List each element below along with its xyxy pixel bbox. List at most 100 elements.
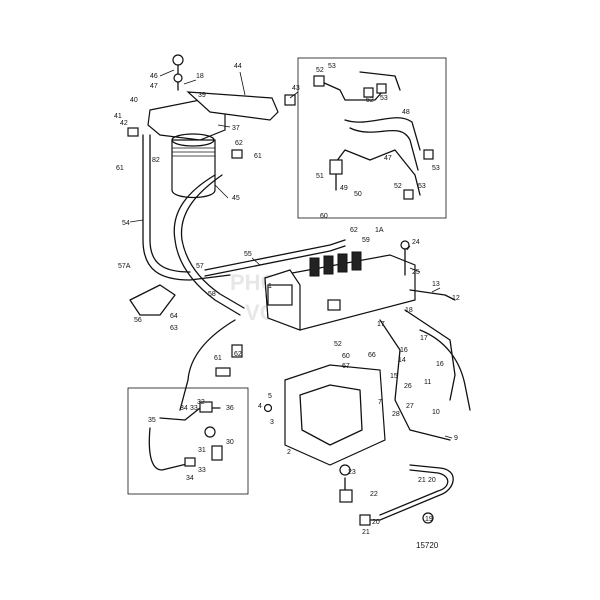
inset-fitting-1 — [199, 401, 213, 413]
callout-21a: 21 — [418, 477, 426, 484]
hose-body — [369, 464, 454, 521]
callout-82: 82 — [152, 157, 160, 164]
delivery-valve-2 — [323, 255, 334, 275]
pump-bolt-24 — [400, 240, 410, 250]
fuel-line-54-b — [149, 134, 191, 273]
pump-fitting-66 — [327, 299, 341, 311]
callout-19: 19 — [425, 516, 433, 523]
callout-54: 54 — [122, 220, 130, 227]
callout-53-inset-c: 53 — [418, 183, 426, 190]
callout-53-inset-a: 53 — [328, 63, 336, 70]
callout-63: 63 — [170, 325, 178, 332]
fuel-line-45 — [173, 174, 241, 316]
inset-pipe-c — [344, 117, 421, 151]
callout-13: 13 — [432, 281, 440, 288]
bleed-screw — [172, 54, 184, 66]
callout-22: 22 — [370, 491, 378, 498]
drain-line — [379, 319, 451, 441]
reference-number: 15720 — [416, 541, 439, 550]
callout-61c: 61 — [214, 355, 222, 362]
bracket-web — [299, 384, 363, 446]
inset-clamp — [329, 159, 343, 175]
callout-17b: 17 — [420, 335, 428, 342]
callout-56: 56 — [134, 317, 142, 324]
filter-canister-top — [171, 133, 215, 147]
callout-36: 36 — [226, 405, 234, 412]
inset-banjo-fitting-5 — [403, 189, 414, 200]
callout-34b: 34 — [186, 475, 194, 482]
leak-off-line-15 — [404, 309, 456, 401]
callout-62b: 62 — [350, 227, 358, 234]
callout-26: 26 — [404, 383, 412, 390]
callout-43: 43 — [292, 85, 300, 92]
hose-callout-circle — [422, 512, 434, 524]
inset-pipe-e — [329, 149, 421, 196]
callout-18: 18 — [196, 73, 204, 80]
callout-66: 66 — [368, 352, 376, 359]
callout-60: 60 — [320, 213, 328, 220]
leader-lines — [129, 69, 453, 439]
inset-banjo-fitting-4 — [423, 149, 434, 160]
callout-16a: 16 — [400, 347, 408, 354]
hose-fitting — [359, 514, 371, 526]
bracket-56 — [129, 284, 176, 316]
callout-45: 45 — [232, 195, 240, 202]
callout-17a: 17 — [377, 321, 385, 328]
callout-1: 1 — [268, 283, 272, 290]
injection-pump — [215, 240, 471, 441]
callout-15: 15 — [390, 373, 398, 380]
inset-banjo-fitting-2 — [363, 87, 374, 98]
callout-67: 67 — [342, 363, 350, 370]
inset-banjo-fitting-3 — [376, 83, 387, 94]
detail-inset-top-right — [297, 57, 447, 219]
callout-20a: 20 — [428, 477, 436, 484]
callout-61a: 61 — [116, 165, 124, 172]
callout-3: 3 — [270, 419, 274, 426]
callout-16b: 16 — [436, 361, 444, 368]
callout-23: 23 — [348, 469, 356, 476]
callout-46: 46 — [150, 73, 158, 80]
fuel-line-45-b — [180, 174, 245, 309]
filter-canister — [171, 139, 216, 199]
callout-60b: 60 — [342, 353, 350, 360]
callout-53-inset-b: 53 — [380, 95, 388, 102]
filter-bracket — [186, 91, 279, 121]
callout-57: 57 — [196, 263, 204, 270]
callout-20b: 20 — [372, 519, 380, 526]
inset-frame-2 — [127, 387, 249, 495]
pump-bracket-2 — [263, 364, 386, 503]
callout-5: 5 — [268, 393, 272, 400]
callout-10: 10 — [432, 409, 440, 416]
callout-48: 48 — [402, 109, 410, 116]
return-line-55-b — [204, 245, 346, 277]
fuel-line-54 — [142, 134, 231, 281]
inset-pipe-d — [349, 127, 419, 171]
filter-banjo-right — [231, 149, 243, 159]
pump-banjo-62 — [231, 344, 243, 358]
callout-41: 41 — [114, 113, 122, 120]
inset-banjo-fitting-1 — [313, 75, 325, 87]
bolt-head-22 — [339, 489, 353, 503]
callout-32: 32 — [197, 399, 205, 406]
bracket-body — [284, 364, 386, 466]
callout-64: 64 — [170, 313, 178, 320]
filter-banjo-left — [127, 127, 139, 137]
fuel-lines — [129, 134, 346, 411]
callout-28: 28 — [392, 411, 400, 418]
hose-body-inner — [379, 469, 449, 516]
fuel-filter-assembly — [127, 54, 296, 199]
callout-7: 7 — [378, 399, 382, 406]
callout-52: 52 — [334, 341, 342, 348]
callout-37: 37 — [232, 125, 240, 132]
inset-fitting-3 — [184, 457, 196, 467]
callout-9: 9 — [454, 435, 458, 442]
callout-21b: 21 — [362, 529, 370, 536]
callout-27: 27 — [406, 403, 414, 410]
callout-labels: 46 47 18 44 39 40 43 42 41 37 61 62 82 6… — [114, 63, 460, 536]
inset-frame — [297, 57, 447, 219]
callout-52-inset-b: 52 — [366, 97, 374, 104]
callout-52-inset-c: 52 — [394, 183, 402, 190]
callout-11: 11 — [424, 379, 431, 386]
delivery-valve-3 — [337, 253, 348, 273]
